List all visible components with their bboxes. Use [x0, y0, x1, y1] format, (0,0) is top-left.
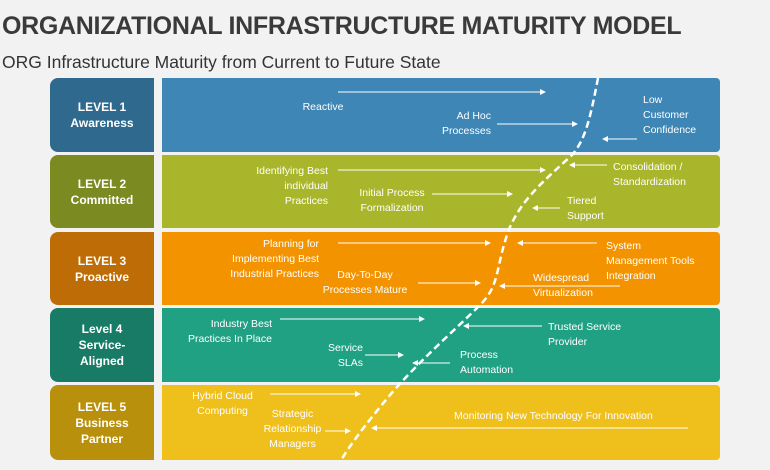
level-2-band [162, 155, 720, 228]
level-1-band [162, 78, 720, 152]
item-trusted: Trusted Service Provider [548, 321, 622, 348]
item-consolidation: Consolidation / Standardization [613, 161, 686, 188]
item-monitoring: Monitoring New Technology For Innovation [454, 410, 653, 422]
maturity-curve [338, 77, 600, 463]
page-title: ORGANIZATIONAL INFRASTRUCTURE MATURITY M… [2, 12, 682, 40]
level-1-label: LEVEL 1 Awareness [50, 78, 154, 152]
item-industry: Industry Best Practices In Place [187, 318, 272, 345]
item-automation: Process Automation [460, 349, 514, 376]
item-low-confidence: Low Customer Confidence [643, 94, 697, 136]
item-reactive: Reactive [302, 101, 344, 113]
item-planning: Planning for Implementing Best Industria… [230, 238, 319, 280]
level-4-band [162, 308, 720, 382]
item-system: System Management Tools Integration [606, 240, 695, 282]
item-adhoc: Ad Hoc Processes [441, 110, 491, 137]
page-subtitle: ORG Infrastructure Maturity from Current… [2, 52, 441, 72]
item-sla: Service SLAs [327, 342, 363, 369]
level-5-band [162, 385, 720, 460]
level-5-label: LEVEL 5 Business Partner [50, 385, 154, 460]
level-2-label: LEVEL 2 Committed [50, 155, 154, 228]
item-hybrid: Hybrid Cloud Computing [192, 390, 253, 417]
item-initial: Initial Process Formalization [359, 187, 425, 214]
level-4-label: Level 4 Service- Aligned [50, 308, 154, 382]
item-daytoday: Day-To-Day Processes Mature [322, 269, 408, 296]
level-3-label: LEVEL 3 Proactive [50, 232, 154, 305]
item-identifying: Identifying Best individual Practices [256, 165, 328, 207]
item-strategic: Strategic Relationship Managers [263, 408, 322, 450]
item-widespread: Widespread Virtualization [533, 272, 593, 299]
level-3-band [162, 232, 720, 305]
item-tiered: Tiered Support [567, 195, 604, 222]
